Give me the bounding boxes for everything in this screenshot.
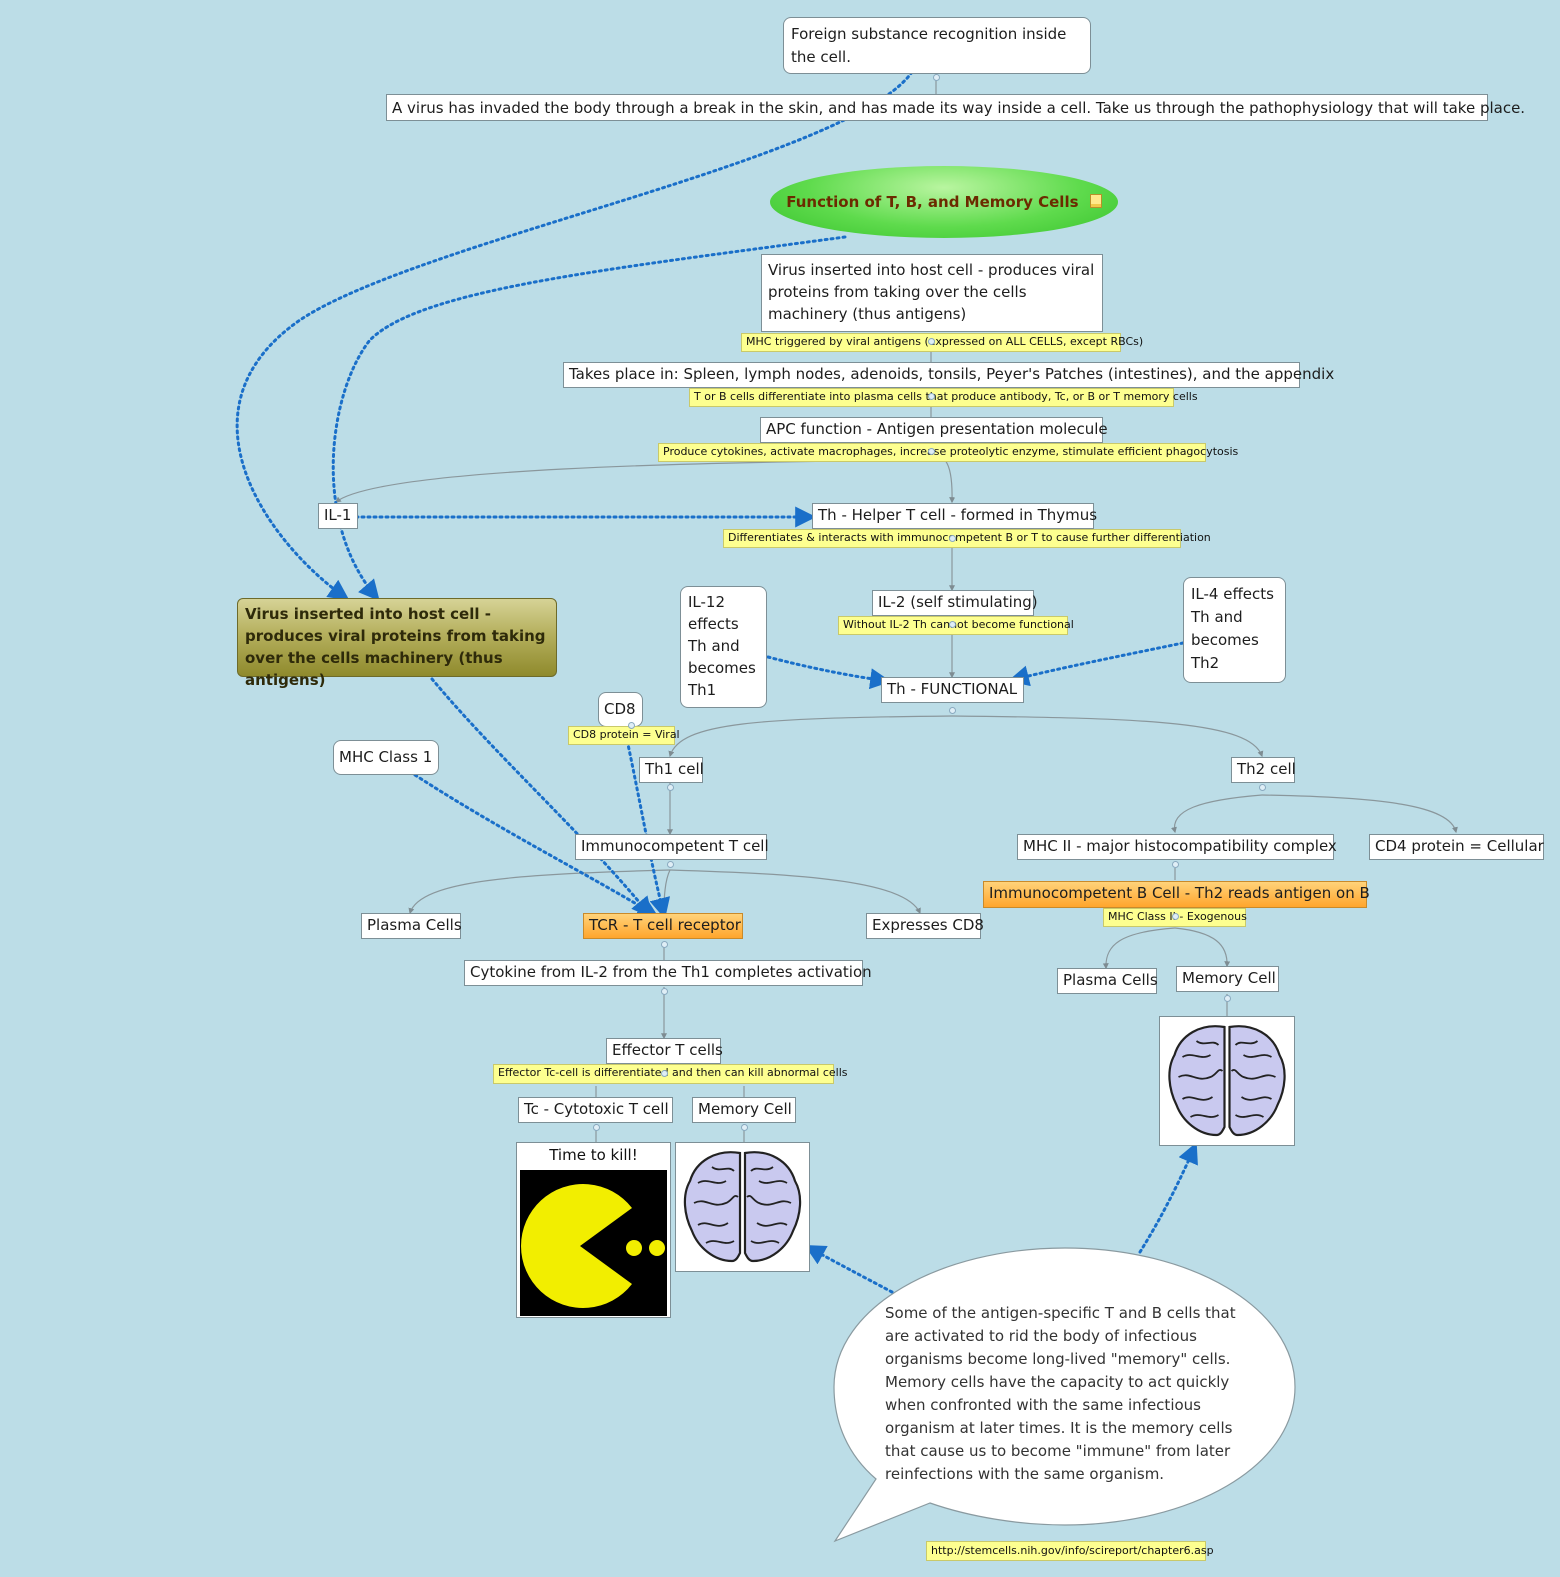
central-topic-title: Function of T, B, and Memory Cells xyxy=(786,193,1079,211)
collapse-handle[interactable] xyxy=(949,707,956,714)
collapse-handle[interactable] xyxy=(667,784,674,791)
il12-node[interactable]: IL-12 effects Th and becomes Th1 xyxy=(680,586,767,708)
collapse-handle[interactable] xyxy=(1224,995,1231,1002)
brain-icon xyxy=(1168,1025,1286,1137)
virus-inserted-node[interactable]: Virus inserted into host cell - produces… xyxy=(761,254,1103,332)
th-helper-node[interactable]: Th - Helper T cell - formed in Thymus xyxy=(812,503,1097,529)
collapse-handle[interactable] xyxy=(1172,861,1179,868)
memory-cell-left-node[interactable]: Memory Cell xyxy=(692,1097,796,1123)
collapse-handle[interactable] xyxy=(661,988,668,995)
collapse-handle[interactable] xyxy=(933,74,940,81)
collapse-handle[interactable] xyxy=(928,448,935,455)
pacman-pellet-1 xyxy=(626,1240,642,1256)
collapse-handle[interactable] xyxy=(1172,913,1179,920)
apc-node[interactable]: APC function - Antigen presentation mole… xyxy=(760,417,1108,443)
pacman-icon xyxy=(520,1170,667,1316)
effector-t-node[interactable]: Effector T cells xyxy=(606,1038,723,1064)
immunocompetent-b-node[interactable]: Immunocompetent B Cell - Th2 reads antig… xyxy=(983,881,1370,908)
memory-callout-bubble[interactable] xyxy=(830,1245,1300,1545)
th2-node[interactable]: Th2 cell xyxy=(1231,757,1296,783)
il1-node[interactable]: IL-1 xyxy=(318,503,358,529)
memory-cell-right-node[interactable]: Memory Cell xyxy=(1176,966,1279,992)
collapse-handle[interactable] xyxy=(593,1124,600,1131)
scenario-prompt-node[interactable]: A virus has invaded the body through a b… xyxy=(386,94,1525,121)
collapse-handle[interactable] xyxy=(1259,784,1266,791)
central-topic[interactable]: Function of T, B, and Memory Cells xyxy=(770,166,1118,238)
collapse-handle[interactable] xyxy=(928,338,935,345)
expresses-cd8-node[interactable]: Expresses CD8 xyxy=(866,913,984,939)
time-to-kill-caption: Time to kill! xyxy=(549,1146,638,1164)
recognition-node[interactable]: Foreign substance recognition inside the… xyxy=(783,17,1091,74)
virus-highlight-node[interactable]: Virus inserted into host cell - produces… xyxy=(237,598,557,689)
cd4-node[interactable]: CD4 protein = Cellular xyxy=(1369,834,1544,860)
collapse-handle[interactable] xyxy=(628,722,635,729)
pacman-body xyxy=(521,1184,632,1308)
callout-bubble-shape xyxy=(833,1247,1296,1543)
brain-icon xyxy=(683,1151,802,1263)
plasma-cells-right-node[interactable]: Plasma Cells xyxy=(1057,968,1158,994)
mhc2-exogenous-note[interactable]: MHC Class II - Exogenous xyxy=(1103,908,1247,927)
th-functional-node[interactable]: Th - FUNCTIONAL xyxy=(881,677,1024,703)
il4-node[interactable]: IL-4 effects Th and becomes Th2 xyxy=(1183,577,1286,683)
takes-place-node[interactable]: Takes place in: Spleen, lymph nodes, ade… xyxy=(563,362,1334,388)
memory-callout-text: Some of the antigen-specific T and B cel… xyxy=(885,1304,1236,1483)
cytokine-node[interactable]: Cytokine from IL-2 from the Th1 complete… xyxy=(464,960,872,986)
brain-image-box-right[interactable] xyxy=(1159,1016,1295,1146)
collapse-handle[interactable] xyxy=(949,621,956,628)
immunocompetent-t-node[interactable]: Immunocompetent T cell xyxy=(575,834,769,860)
collapse-handle[interactable] xyxy=(928,393,935,400)
collapse-handle[interactable] xyxy=(661,941,668,948)
pacman-pellet-2 xyxy=(649,1240,665,1256)
tc-cytotoxic-node[interactable]: Tc - Cytotoxic T cell xyxy=(518,1097,673,1123)
note-icon xyxy=(1089,194,1102,208)
mhc-class1-node[interactable]: MHC Class 1 xyxy=(333,740,439,775)
th1-node[interactable]: Th1 cell xyxy=(639,757,704,783)
collapse-handle[interactable] xyxy=(667,861,674,868)
cd8-protein-note[interactable]: CD8 protein = Viral xyxy=(568,726,680,745)
collapse-handle[interactable] xyxy=(661,1070,668,1077)
source-link[interactable]: http://stemcells.nih.gov/info/scireport/… xyxy=(926,1541,1214,1561)
mhc2-node[interactable]: MHC II - major histocompatibility comple… xyxy=(1017,834,1337,860)
collapse-handle[interactable] xyxy=(949,535,956,542)
pacman-image-box[interactable]: Time to kill! xyxy=(516,1142,671,1318)
collapse-handle[interactable] xyxy=(741,1124,748,1131)
il2-node[interactable]: IL-2 (self stimulating) xyxy=(872,590,1038,616)
tcr-node[interactable]: TCR - T cell receptor xyxy=(583,913,743,939)
brain-image-box-left[interactable] xyxy=(675,1142,810,1272)
cd8-node[interactable]: CD8 xyxy=(598,692,643,727)
plasma-cells-left-node[interactable]: Plasma Cells xyxy=(361,913,462,939)
